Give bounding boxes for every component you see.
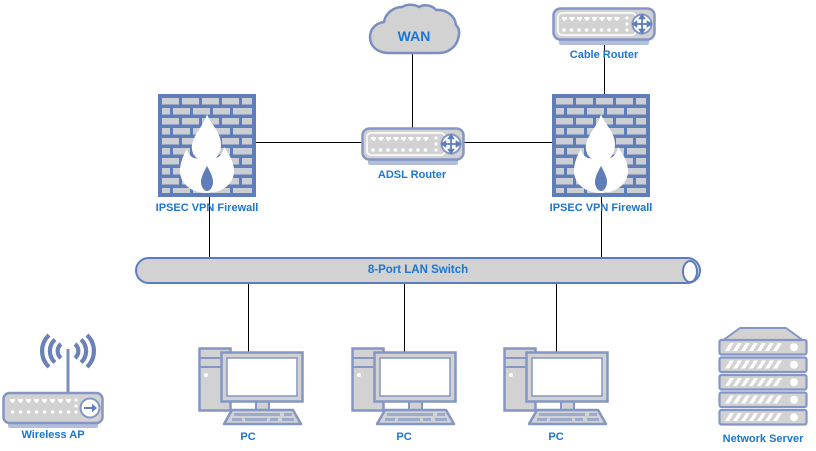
desktop-computer-icon	[503, 347, 609, 426]
router-icon	[552, 7, 656, 45]
connector-wan-adsl	[412, 52, 413, 128]
firewall-right-label: IPSEC VPN Firewall	[549, 202, 653, 214]
network-server-node	[716, 325, 810, 436]
wireless-ap-label: Wireless AP	[21, 429, 85, 441]
desktop-computer-icon	[198, 347, 304, 426]
connector-adsl-firewallR	[464, 142, 553, 143]
rack-server-icon	[718, 327, 808, 426]
lan-switch-node: 8-Port LAN Switch	[135, 257, 701, 284]
firewall-brick-flame-icon	[158, 94, 256, 197]
pc2-node	[349, 344, 461, 433]
wan-node: WAN	[367, 2, 461, 63]
switch-end-cap	[682, 260, 698, 283]
firewall-left-label: IPSEC VPN Firewall	[155, 202, 259, 214]
wireless-ap-node	[2, 333, 104, 435]
connector-switch-pc2	[404, 282, 405, 352]
connector-firewallR-switch	[601, 196, 602, 258]
lan-switch-label: 8-Port LAN Switch	[367, 264, 469, 276]
router-icon	[361, 127, 465, 165]
cloud-icon: WAN	[368, 3, 461, 55]
network-server-label: Network Server	[722, 433, 804, 445]
connector-firewallL-adsl	[256, 142, 362, 143]
firewall-left-node	[158, 94, 256, 202]
adsl-router-label: ADSL Router	[377, 169, 447, 181]
connector-cable-firewall	[604, 41, 605, 95]
pc2-label: PC	[396, 431, 412, 443]
connector-switch-pc1	[248, 282, 249, 352]
desktop-computer-icon	[351, 347, 457, 426]
pc1-node	[196, 344, 308, 433]
connector-switch-pc3	[556, 282, 557, 352]
firewall-right-node	[552, 94, 650, 202]
adsl-router-node	[361, 127, 465, 173]
pc3-label: PC	[548, 431, 564, 443]
cable-router-label: Cable Router	[569, 49, 639, 61]
pc1-label: PC	[240, 431, 256, 443]
firewall-brick-flame-icon	[552, 94, 650, 197]
pc3-node	[501, 344, 613, 433]
access-point-antenna-icon	[2, 333, 104, 428]
cable-router-node	[552, 7, 656, 53]
connector-firewallL-switch	[209, 196, 210, 258]
wan-label: WAN	[398, 28, 431, 44]
